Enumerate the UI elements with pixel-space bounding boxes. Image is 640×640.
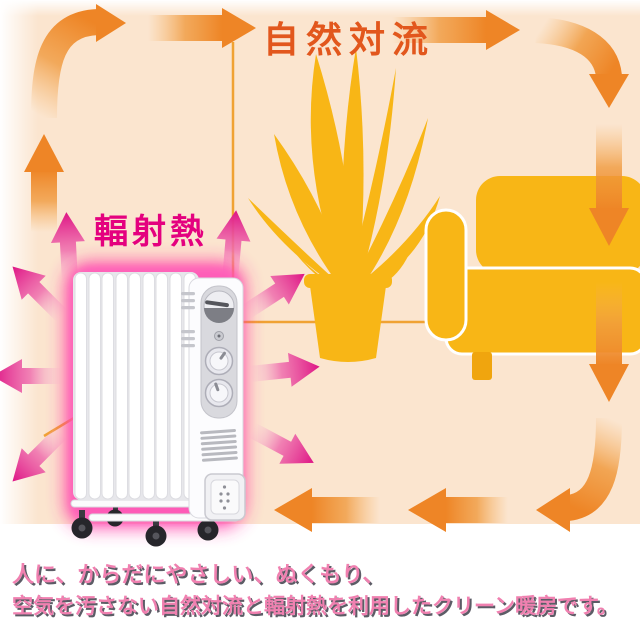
power-knob (204, 378, 234, 408)
potted-plant-silhouette-icon (248, 48, 440, 362)
thermostat-knob (204, 346, 234, 376)
heater-side-vents (181, 292, 195, 348)
caption-line-1: 人に、からだにやさしい、ぬくもり、 (12, 562, 385, 587)
heater-fins (74, 272, 196, 500)
heater-cord-box (204, 473, 246, 521)
caption-line-2: 空気を汚さない自然対流と輻射熱を利用したクリーン暖房です。 (12, 595, 618, 618)
radiant-heat-label: 輻射熱 (94, 213, 208, 251)
convection-loop-arrows-icon (24, 4, 629, 532)
heater-control-panel (200, 285, 238, 419)
heater-casters (71, 504, 219, 547)
heater-grille (200, 429, 238, 462)
oil-heater-photo (65, 262, 246, 547)
convection-label: 自然対流 (263, 19, 436, 60)
